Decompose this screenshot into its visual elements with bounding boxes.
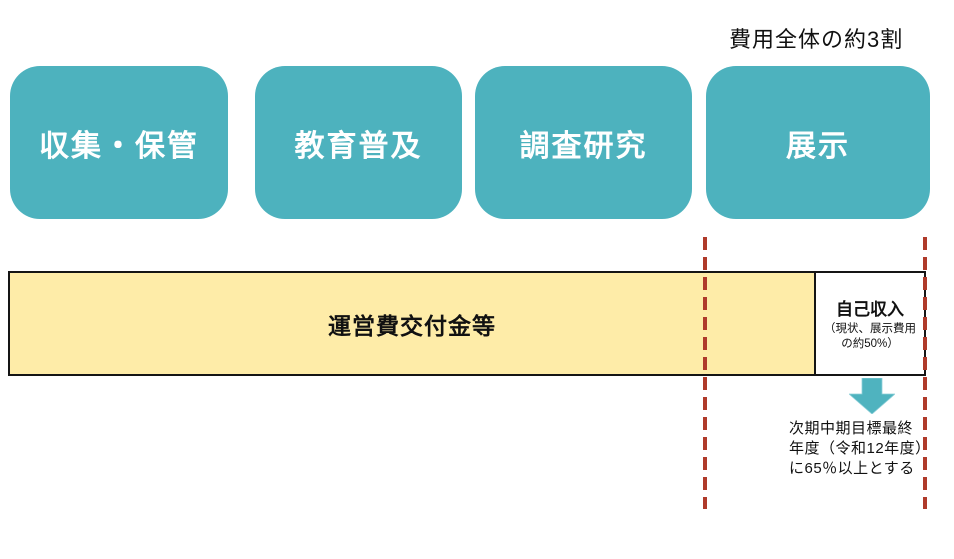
function-box-collection-storage-label: 収集・保管: [39, 129, 199, 163]
function-box-exhibition-label: 展示: [786, 129, 850, 163]
self-income-label: 自己収入: [836, 300, 904, 320]
function-box-research-label: 調査研究: [519, 129, 648, 163]
funding-bar: 運営費交付金等 自己収入 （現状、展示費用 の約50%）: [8, 271, 926, 376]
exhibition-dashed-line-right: [923, 237, 927, 509]
future-target-note-line2: 年度（令和12年度）: [789, 439, 931, 457]
self-income-segment: 自己収入 （現状、展示費用 の約50%）: [816, 273, 924, 374]
future-target-note: 次期中期目標最終 年度（令和12年度） に65％以上とする: [789, 419, 931, 479]
function-box-exhibition: 展示: [706, 66, 930, 219]
function-box-collection-storage: 収集・保管: [10, 66, 228, 219]
cost-share-annotation: 費用全体の約3割: [729, 27, 904, 52]
future-target-note-line3: に65％以上とする: [789, 459, 915, 477]
self-income-note-line2: の約50%）: [841, 338, 899, 350]
function-box-education-label: 教育普及: [294, 129, 423, 163]
self-income-note-line1: （現状、展示費用: [824, 323, 916, 336]
function-box-education: 教育普及: [255, 66, 462, 219]
exhibition-dashed-line-left: [703, 237, 707, 509]
operating-grant-segment: 運営費交付金等: [10, 273, 816, 374]
operating-grant-label: 運営費交付金等: [328, 312, 496, 339]
future-target-note-line1: 次期中期目標最終: [789, 420, 914, 437]
down-arrow-icon: [849, 378, 895, 414]
function-box-research: 調査研究: [475, 66, 692, 219]
self-income-note: （現状、展示費用 の約50%）: [824, 322, 916, 352]
